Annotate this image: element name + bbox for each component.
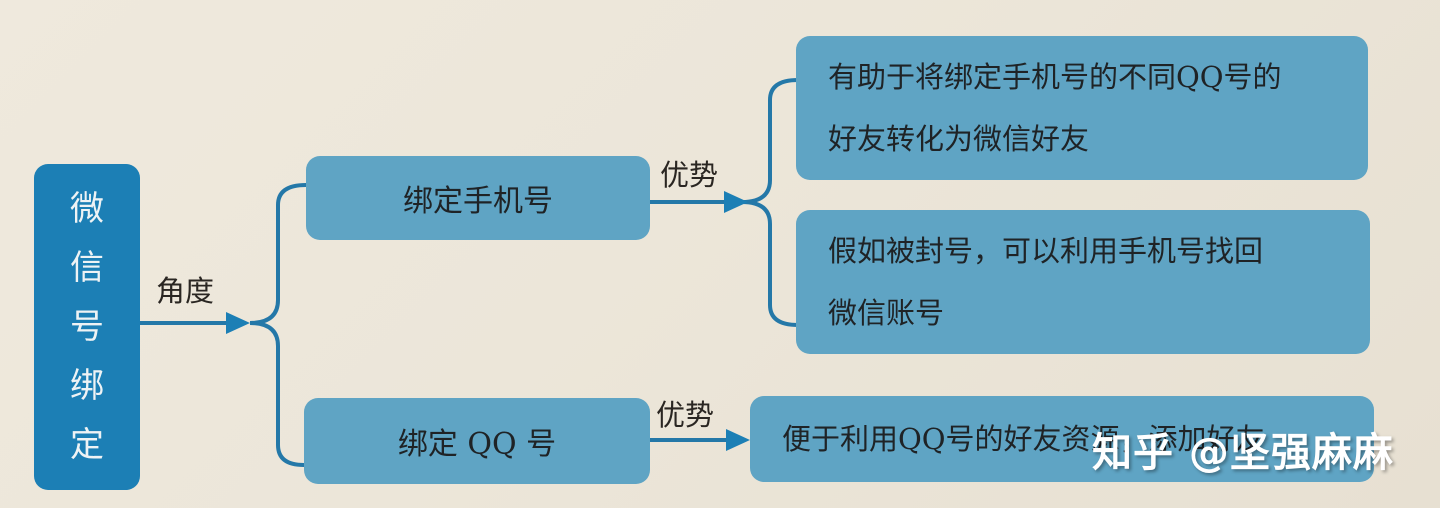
watermark: 知乎 @坚强麻麻 <box>1092 430 1394 476</box>
advantage-line: 便于利用QQ号的好友资源，添加好友 <box>782 422 1265 456</box>
root-char: 定 <box>70 424 104 465</box>
method-label: 绑定 QQ 号 <box>397 427 557 462</box>
arrow-head-icon <box>226 312 250 334</box>
arrow-head-icon <box>724 191 748 213</box>
root-char: 微 <box>70 188 104 229</box>
advantage-line: 假如被封号，可以利用手机号找回 <box>828 234 1264 268</box>
method-node-phone: 绑定手机号 <box>306 156 650 240</box>
root-char: 号 <box>70 306 104 347</box>
edge-label-phone-advantage: 优势 <box>660 158 719 192</box>
advantage-node: 有助于将绑定手机号的不同QQ号的 好友转化为微信好友 <box>796 36 1368 180</box>
method-node-qq: 绑定 QQ 号 <box>304 398 650 484</box>
advantage-line: 微信账号 <box>828 296 945 330</box>
method-label: 绑定手机号 <box>403 184 553 219</box>
advantage-line: 好友转化为微信好友 <box>828 122 1090 156</box>
root-char: 信 <box>70 247 104 288</box>
edge-label-qq-advantage: 优势 <box>656 398 715 432</box>
root-node: 微 信 号 绑 定 <box>34 164 140 490</box>
advantage-node: 便于利用QQ号的好友资源，添加好友 <box>750 396 1374 482</box>
advantage-line: 有助于将绑定手机号的不同QQ号的 <box>828 60 1282 94</box>
advantage-node: 假如被封号，可以利用手机号找回 微信账号 <box>796 210 1370 354</box>
edge-label-angle: 角度 <box>156 274 215 308</box>
arrow-head-icon <box>726 429 750 451</box>
root-char: 绑 <box>70 365 104 406</box>
